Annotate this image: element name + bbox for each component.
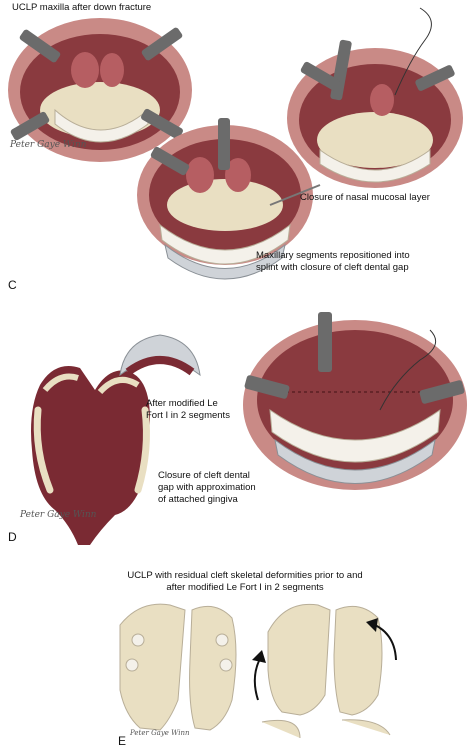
d-arch-illustration (119, 334, 201, 377)
d-gingiva-closure-illustration (243, 312, 467, 490)
c-nasal-closure-illustration (287, 7, 463, 188)
panel-e-letter: E (118, 734, 127, 748)
d-palate-illustration (31, 366, 150, 545)
d-gap-caption: Closure of cleft dental gap with approxi… (158, 470, 256, 505)
c-title: UCLP maxilla after down fracture (12, 2, 152, 13)
c-segments-caption: Maxillary segments repositioned into spl… (256, 250, 410, 273)
c-nasal-caption: Closure of nasal mucosal layer (300, 192, 430, 203)
e-after-maxilla-illustration (252, 603, 397, 739)
c-downfracture-illustration (8, 18, 192, 162)
c-splint-illustration (137, 118, 321, 280)
c-signature: Peter Gaye Winn (10, 140, 87, 150)
e-title: UCLP with residual cleft skeletal deform… (127, 570, 363, 593)
panel-d-letter: D (8, 530, 17, 544)
d-lefort-caption: After modified Le Fort I in 2 segments (146, 398, 230, 421)
panel-c-letter: C (8, 278, 17, 292)
e-signature: Peter Gaye Winn (130, 729, 190, 737)
d-signature: Peter Gaye Winn (20, 510, 97, 520)
e-before-maxilla-illustration (119, 603, 237, 731)
